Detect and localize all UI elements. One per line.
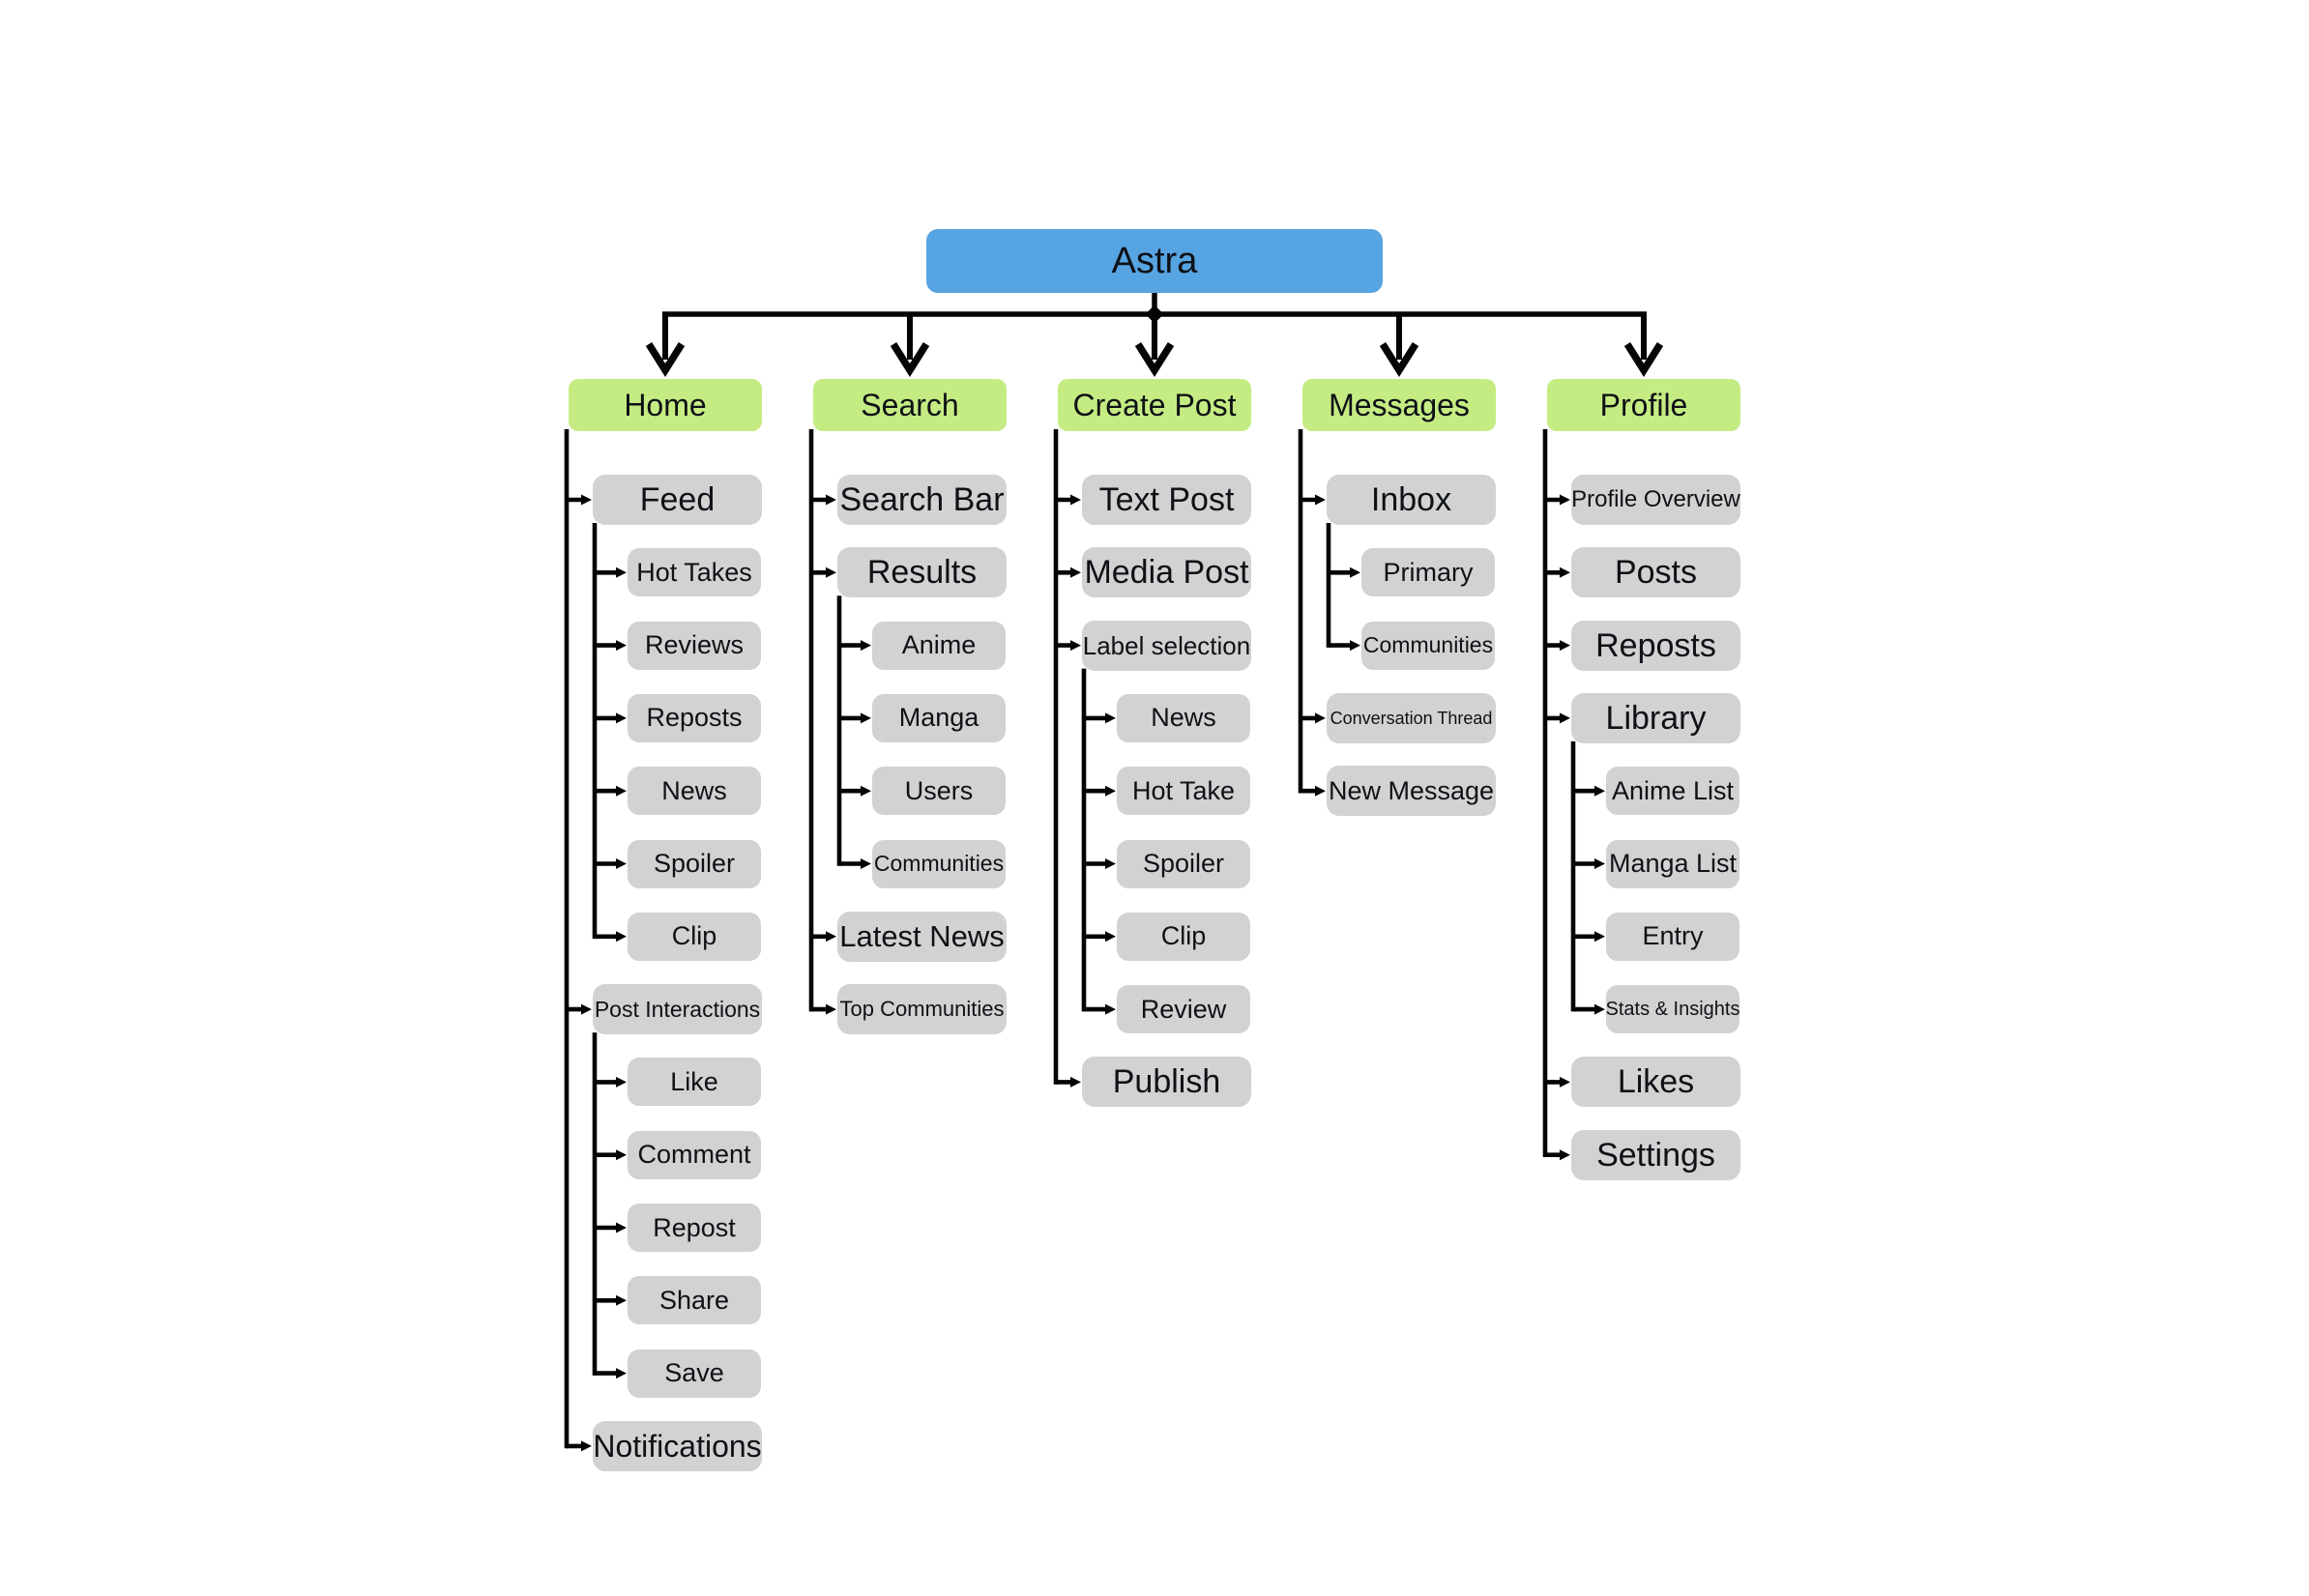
node-stats-insights: Stats & Insights (1606, 985, 1739, 1034)
node-communities: Communities (1361, 621, 1495, 670)
node-manga: Manga (872, 693, 1006, 742)
node-communities: Communities (872, 839, 1006, 888)
node-text-post: Text Post (1082, 475, 1251, 525)
node-reposts: Reposts (1571, 620, 1740, 671)
node-inbox: Inbox (1327, 475, 1496, 525)
node-spoiler: Spoiler (628, 839, 761, 888)
node-search-bar: Search Bar (837, 475, 1007, 525)
node-repost: Repost (628, 1204, 761, 1252)
node-reviews: Reviews (628, 621, 761, 670)
node-reposts: Reposts (628, 693, 761, 742)
node-users: Users (872, 767, 1006, 816)
node-home: Home (569, 379, 762, 431)
node-new-message: New Message (1327, 766, 1496, 817)
node-like: Like (628, 1058, 761, 1107)
node-messages: Messages (1302, 379, 1496, 431)
node-hot-take: Hot Take (1117, 767, 1250, 816)
node-settings: Settings (1571, 1129, 1740, 1180)
node-label-selection: Label selection (1082, 620, 1251, 671)
node-save: Save (628, 1349, 761, 1398)
node-anime-list: Anime List (1606, 767, 1739, 816)
node-manga-list: Manga List (1606, 839, 1739, 888)
node-publish: Publish (1082, 1057, 1251, 1108)
node-results: Results (837, 547, 1007, 598)
node-share: Share (628, 1276, 761, 1325)
node-top-communities: Top Communities (837, 984, 1007, 1035)
node-news: News (1117, 693, 1250, 742)
node-media-post: Media Post (1082, 547, 1251, 598)
node-primary: Primary (1361, 548, 1495, 597)
node-feed: Feed (593, 475, 762, 525)
node-review: Review (1117, 985, 1250, 1034)
node-entry: Entry (1606, 912, 1739, 961)
node-anime: Anime (872, 621, 1006, 670)
node-library: Library (1571, 692, 1740, 743)
node-latest-news: Latest News (837, 911, 1007, 962)
node-posts: Posts (1571, 547, 1740, 598)
node-profile-overview: Profile Overview (1571, 475, 1740, 525)
node-hot-takes: Hot Takes (628, 548, 761, 597)
node-search: Search (813, 379, 1007, 431)
node-spoiler: Spoiler (1117, 839, 1250, 888)
node-news: News (628, 767, 761, 816)
node-notifications: Notifications (593, 1420, 762, 1471)
node-likes: Likes (1571, 1057, 1740, 1108)
node-create-post: Create Post (1058, 379, 1251, 431)
node-astra: Astra (926, 229, 1383, 293)
node-post-interactions: Post Interactions (593, 984, 762, 1035)
node-clip: Clip (1117, 912, 1250, 961)
node-conversation-thread: Conversation Thread (1327, 692, 1496, 743)
node-comment: Comment (628, 1130, 761, 1179)
node-profile: Profile (1547, 379, 1740, 431)
node-clip: Clip (628, 912, 761, 961)
